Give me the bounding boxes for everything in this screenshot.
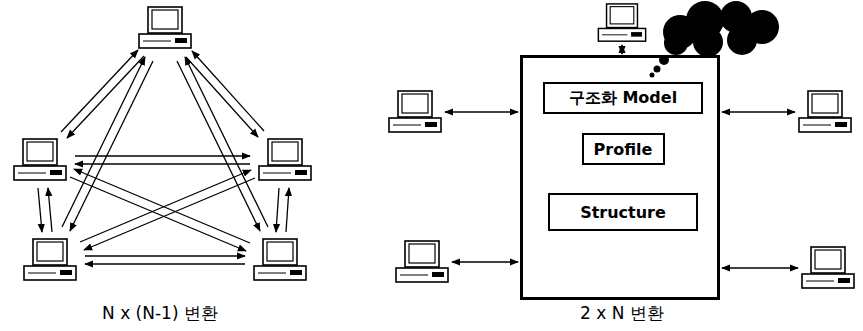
server-box: 구조화 ModelProfileStructure — [520, 55, 720, 300]
thought-cloud — [650, 1, 780, 78]
box-label: Profile — [594, 140, 653, 159]
hub-arrows — [445, 45, 798, 268]
profile-box: Profile — [582, 133, 665, 165]
model-box: 구조화 Model — [543, 82, 703, 114]
computer — [14, 7, 311, 280]
box-label: 구조화 Model — [569, 88, 677, 109]
caption-label: N x (N-1) 변환 — [100, 302, 220, 325]
box-label: Structure — [580, 203, 666, 222]
structure-box: Structure — [548, 193, 698, 231]
mesh-arrows — [38, 50, 289, 264]
caption-label: 2 x N 변환 — [578, 302, 666, 325]
computer — [389, 4, 854, 288]
